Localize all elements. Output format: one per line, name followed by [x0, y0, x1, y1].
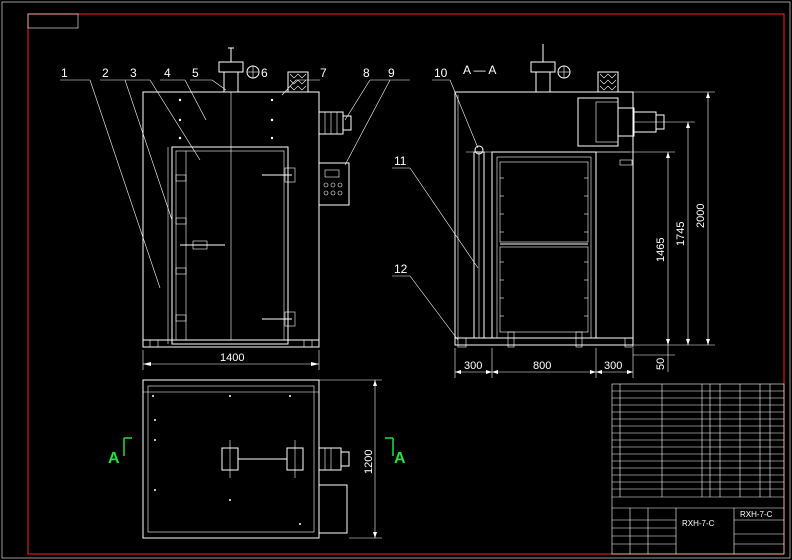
drawing-code: RXH-7-C	[682, 519, 715, 528]
dim-text: 300	[604, 360, 622, 372]
dim-text: 1745	[675, 222, 687, 246]
front-leaders	[60, 79, 410, 289]
dim-text: 1200	[363, 450, 375, 474]
dim-front-width: 1400	[142, 350, 320, 370]
drying-chamber	[491, 151, 597, 339]
part-label: 5	[192, 66, 199, 80]
fan-housing	[577, 97, 619, 147]
dim-section-heights: 1465 1745 2000 50	[596, 91, 715, 372]
control-panel	[318, 162, 350, 206]
title-block: RXH-7-C RXH-7-C	[611, 383, 785, 555]
section-marker-right: A	[394, 450, 406, 467]
section-leaders: 10 11 12	[392, 66, 479, 341]
front-view	[142, 47, 352, 348]
part-label: 1	[61, 66, 68, 80]
exhaust-pipe	[223, 71, 239, 93]
air-intake	[287, 71, 309, 93]
section-view: A — A	[454, 44, 665, 348]
dim-text: 300	[464, 360, 482, 372]
dim-text: 1400	[220, 352, 244, 364]
dim-plan-depth: 1200	[319, 379, 382, 539]
part-label: 11	[394, 154, 407, 168]
part-label: 7	[320, 66, 327, 80]
dim-text: 1465	[655, 238, 667, 262]
sensor	[474, 145, 484, 155]
part-label: 2	[102, 66, 109, 80]
part-label: 10	[434, 66, 448, 80]
part-label: 6	[261, 66, 268, 80]
dim-text: 800	[533, 360, 551, 372]
section-marker-left: A	[108, 450, 120, 467]
part-label: 4	[164, 66, 171, 80]
part-label: 8	[363, 66, 370, 80]
part-label: 12	[394, 262, 408, 276]
plan-view	[142, 379, 350, 539]
plan-outline	[142, 379, 320, 539]
front-labels: 1 2 3 4 5 6 7 8 9	[61, 66, 395, 80]
drawing-code-2: RXH-7-C	[740, 510, 773, 519]
drawing-frame	[27, 13, 785, 555]
part-label: 3	[130, 66, 137, 80]
dim-section-widths: 300 800 300	[454, 348, 634, 378]
dim-text: 2000	[695, 204, 707, 228]
part-label: 9	[388, 66, 395, 80]
section-markers: A A	[108, 437, 406, 467]
corner-tag	[27, 13, 79, 29]
section-title: A — A	[463, 63, 496, 77]
dim-text: 50	[655, 358, 667, 370]
section-body	[454, 91, 634, 346]
